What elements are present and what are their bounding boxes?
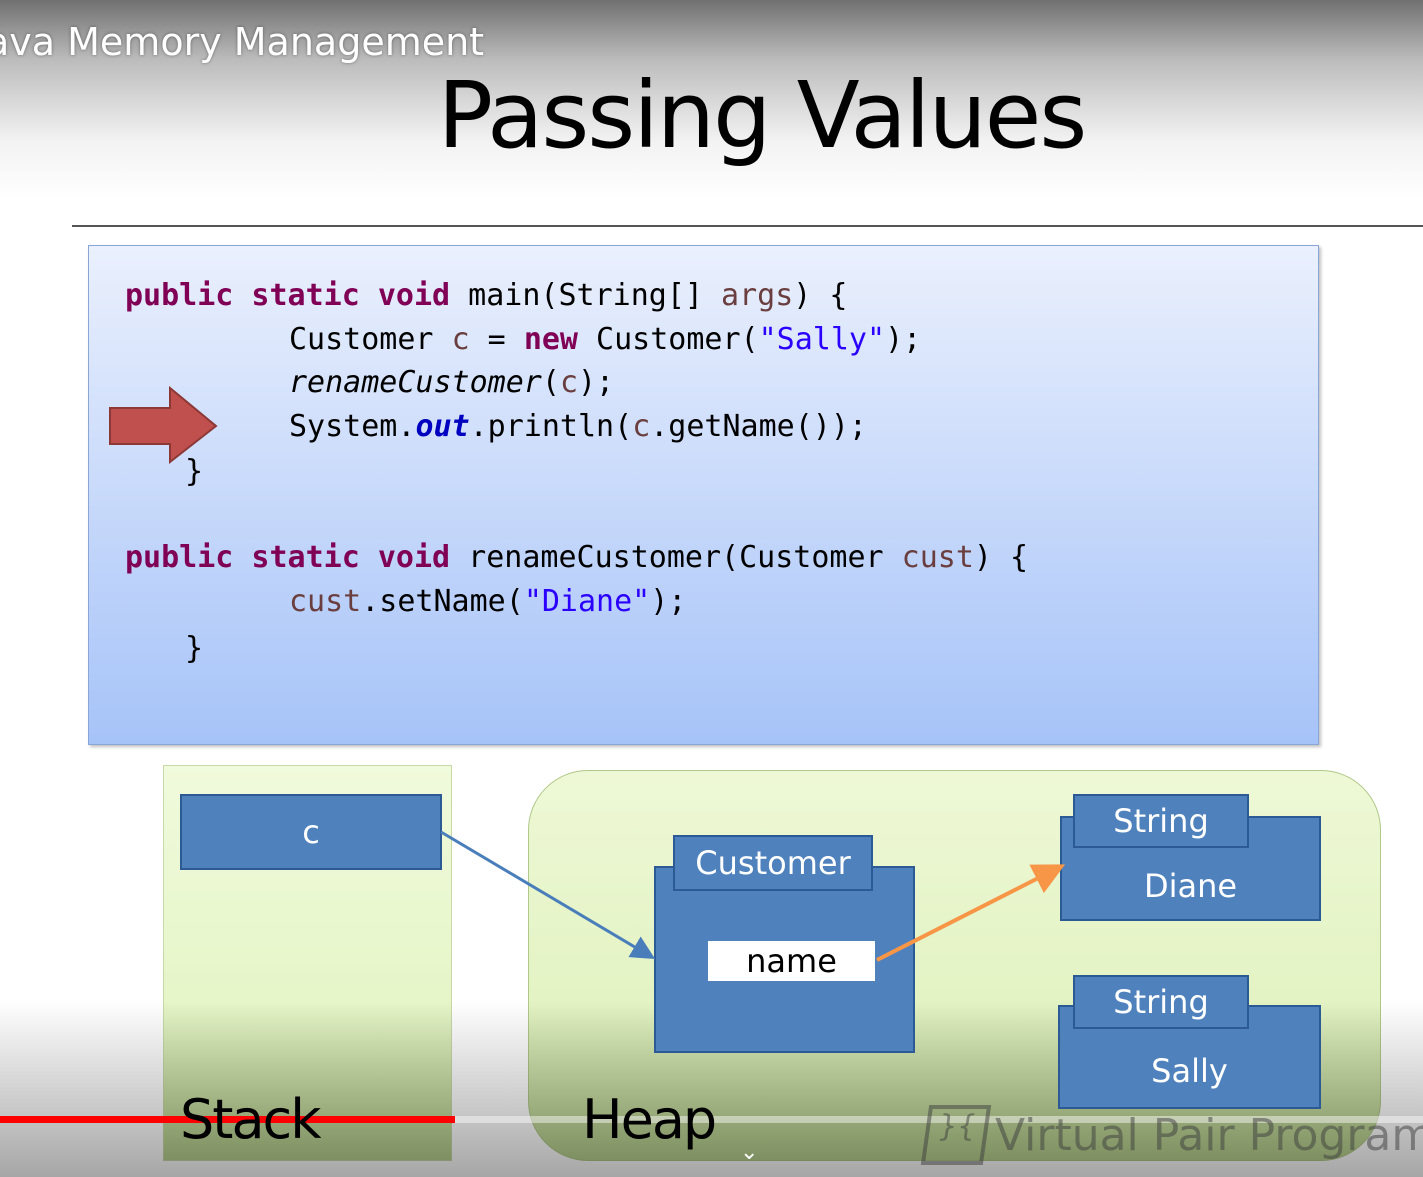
stack-variable-c: c: [180, 794, 442, 870]
current-line-arrow-icon: [109, 386, 218, 465]
string-sally-title: String: [1073, 975, 1249, 1029]
code-token: Customer: [289, 322, 452, 357]
string-sally-object: Sally: [1058, 1005, 1321, 1109]
code-token: renameCustomer: [289, 365, 542, 400]
code-token: .println(: [469, 409, 633, 444]
code-token: ) {: [973, 540, 1029, 575]
code-line: renameCustomer(c);: [289, 365, 614, 400]
code-token: }: [185, 631, 204, 666]
code-token: main(String[]: [468, 278, 722, 313]
video-progress-bar[interactable]: [0, 1116, 1423, 1123]
code-token: ) {: [793, 278, 848, 313]
code-token: "Sally": [758, 322, 886, 357]
code-line: cust.setName("Diane");: [289, 584, 686, 619]
code-token: }: [185, 454, 204, 489]
code-panel: [88, 245, 1319, 745]
watermark: }{Virtual Pair Programm: [920, 1105, 1423, 1165]
code-line: public static void main(String[] args) {: [125, 278, 847, 313]
code-line: public static void renameCustomer(Custom…: [125, 540, 1028, 575]
customer-object-title: Customer: [673, 835, 873, 891]
code-token: );: [578, 365, 615, 400]
code-token: .getName());: [650, 409, 867, 444]
code-line: }: [185, 631, 203, 666]
code-line: }: [185, 454, 203, 489]
video-top-overlay: [0, 0, 1423, 200]
code-token: =: [469, 322, 524, 357]
code-line: Customer c = new Customer("Sally");: [289, 322, 921, 357]
code-token: c: [632, 409, 651, 444]
code-token: "Diane": [523, 584, 651, 619]
customer-name-field: name: [708, 941, 875, 981]
code-token: public static void: [125, 540, 469, 575]
code-token: cust: [901, 540, 974, 575]
watermark-text: Virtual Pair Programm: [995, 1109, 1423, 1161]
string-value: Diane: [1143, 867, 1238, 905]
code-token: );: [885, 322, 922, 357]
code-token: System.: [289, 409, 416, 444]
string-value: Sally: [1151, 1052, 1228, 1090]
chevron-down-icon[interactable]: ⌄: [740, 1140, 759, 1165]
code-token: args: [721, 278, 794, 313]
code-token: Customer(: [578, 322, 759, 357]
code-token: new: [523, 322, 578, 357]
code-token: c: [559, 365, 578, 400]
video-progress-played: [0, 1116, 456, 1123]
code-token: cust: [289, 584, 362, 619]
code-token: out: [415, 409, 470, 444]
code-token: public static void: [125, 278, 469, 313]
slide-title: Passing Values: [437, 62, 1088, 169]
code-token: (: [541, 365, 560, 400]
code-line: System.out.println(c.getName());: [289, 409, 867, 444]
code-token: .setName(: [361, 584, 524, 619]
code-token: renameCustomer(Customer: [468, 540, 902, 575]
video-title[interactable]: ava Memory Management: [0, 20, 485, 64]
title-divider: [72, 225, 1423, 227]
vpp-logo-icon: }{: [920, 1105, 992, 1165]
code-token: );: [650, 584, 687, 619]
string-diane-title: String: [1073, 794, 1249, 848]
code-token: c: [451, 322, 470, 357]
stack-label: Stack: [180, 1088, 322, 1151]
heap-label: Heap: [582, 1088, 717, 1151]
